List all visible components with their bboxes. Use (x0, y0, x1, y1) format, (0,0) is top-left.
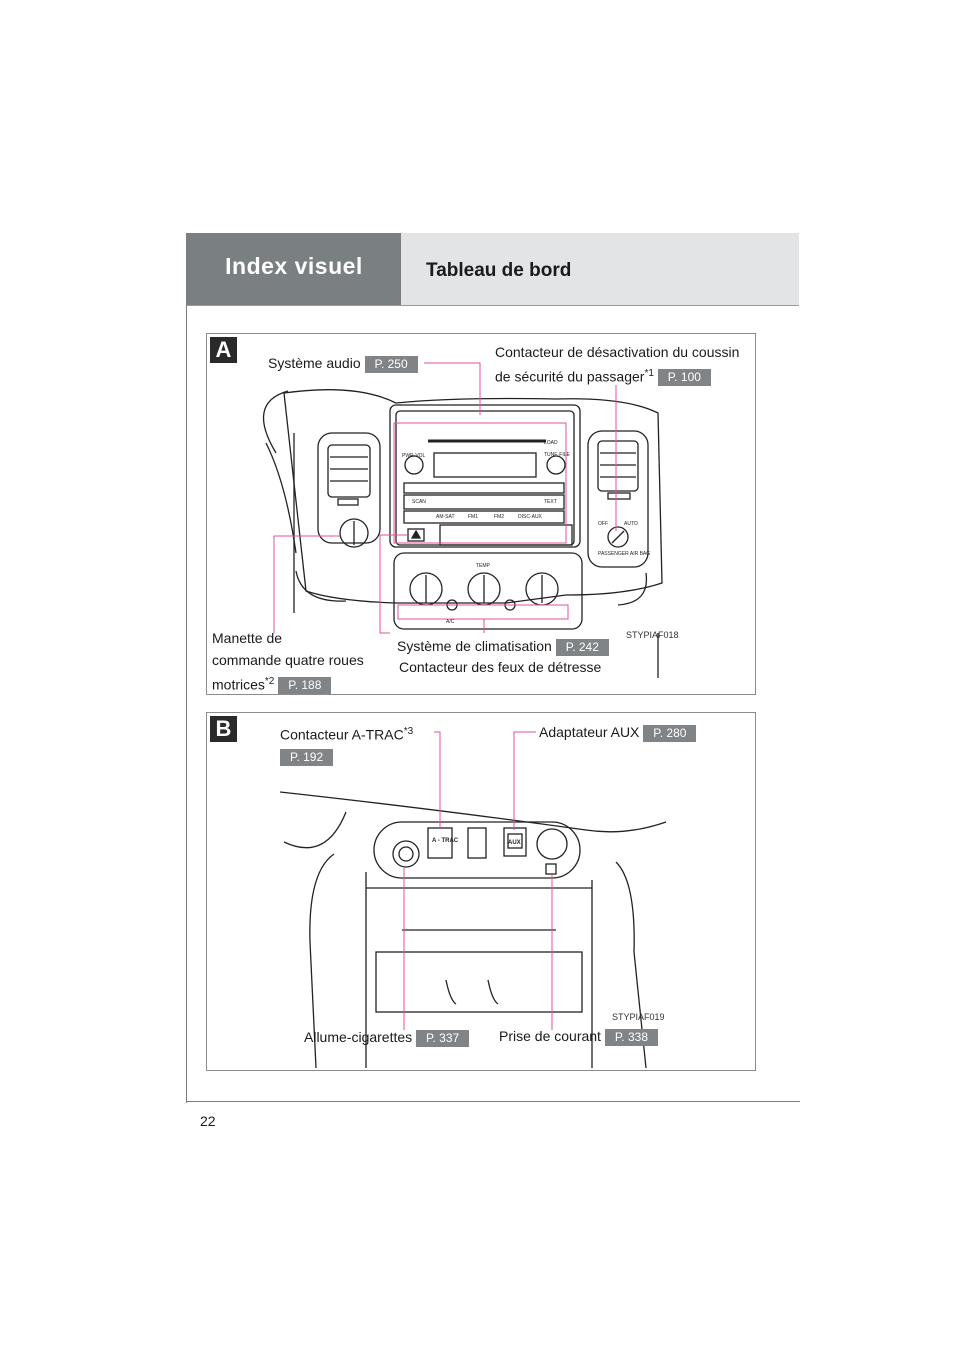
ref-airbag[interactable]: P. 100 (657, 369, 711, 387)
pwr-label-text: PWR·VOL (402, 453, 426, 459)
callout-climate-label: Système de climatisation (397, 638, 552, 654)
panel-a-marker: A (210, 337, 237, 363)
callout-lighter: Allume-cigarettes P. 337 (304, 1026, 470, 1048)
temp-label-text: TEMP (476, 563, 491, 569)
page-frame-bottom (186, 1101, 800, 1102)
airbag-auto-text: AUTO (624, 521, 638, 527)
figure-id-b: STYPIAF019 (612, 1012, 665, 1022)
panel-b-marker: B (210, 716, 237, 742)
callout-airbag: Contacteur de désactivation du coussin d… (495, 341, 739, 388)
ref-audio[interactable]: P. 250 (364, 355, 418, 373)
leader-atrac (434, 731, 441, 828)
aux-jack-text: AUX (508, 840, 521, 846)
ref-atrac[interactable]: P. 192 (280, 749, 334, 767)
disc-button-text: DISC·AUX (518, 514, 543, 520)
callout-power: Prise de courant P. 338 (499, 1025, 658, 1047)
page-title-bar: Tableau de bord (401, 233, 799, 305)
console-illustration: A - TRAC AUX (279, 731, 667, 1069)
callout-4wd-line2: commande quatre roues (212, 652, 364, 668)
page-title: Tableau de bord (426, 260, 572, 281)
callout-aux-label: Adaptateur AUX (539, 724, 640, 740)
scan-button-text: SCAN (412, 499, 426, 505)
callout-aux: Adaptateur AUX P. 280 (539, 721, 697, 743)
atrac-switch-text: A - TRAC (432, 838, 459, 844)
am-button-text: AM·SAT (436, 514, 455, 520)
callout-lighter-label: Allume-cigarettes (304, 1029, 413, 1045)
callout-atrac: Contacteur A-TRAC*3 P. 192 (280, 721, 413, 768)
callout-airbag-note: *1 (644, 368, 654, 379)
ref-climate[interactable]: P. 242 (555, 638, 609, 656)
section-title: Index visuel (225, 253, 363, 279)
callout-climate: Système de climatisation P. 242 (397, 635, 609, 657)
ref-power[interactable]: P. 338 (604, 1028, 658, 1046)
callout-audio-label: Système audio (268, 355, 361, 371)
callout-4wd-note: *2 (264, 676, 275, 687)
ref-aux[interactable]: P. 280 (643, 724, 697, 742)
figure-id-a: STYPIAF018 (626, 630, 679, 640)
fm2-button-text: FM2 (494, 514, 504, 520)
section-tab: Index visuel (187, 233, 401, 305)
page-frame-left (186, 233, 187, 1103)
callout-atrac-label: Contacteur A-TRAC (280, 726, 404, 743)
callout-hazard-label: Contacteur des feux de détresse (399, 659, 602, 675)
airbag-label-text: PASSENGER AIR BAG (598, 551, 650, 557)
leader-aux (513, 731, 536, 830)
callout-airbag-line2: de sécurité du passager (495, 368, 645, 385)
text-button-text: TEXT (544, 499, 557, 505)
callout-atrac-note: *3 (403, 726, 414, 737)
callout-airbag-line1: Contacteur de désactivation du coussin (495, 344, 740, 360)
fm1-button-text: FM1 (468, 514, 478, 520)
page-number: 22 (200, 1113, 216, 1129)
panel-b (206, 712, 756, 1071)
header-divider (187, 305, 799, 306)
callout-hazard: Contacteur des feux de détresse (399, 656, 601, 678)
leader-4wd (273, 535, 340, 633)
leader-audio (424, 362, 481, 415)
callout-4wd-line1: Manette de (212, 630, 283, 646)
callout-4wd: Manette de commande quatre roues motrice… (212, 627, 364, 696)
callout-4wd-line3: motrices (212, 676, 265, 693)
ref-4wd[interactable]: P. 188 (278, 677, 332, 695)
dashboard-illustration: LOAD TUNE·FILE PWR·VOL SCAN TEXT AM·SAT … (262, 362, 663, 678)
airbag-off-text: OFF (598, 521, 608, 527)
ac-button-text: A/C (446, 619, 455, 625)
callout-power-label: Prise de courant (499, 1028, 601, 1044)
ref-lighter[interactable]: P. 337 (416, 1029, 470, 1047)
leader-hazard (379, 534, 408, 634)
load-button-text: LOAD (544, 440, 558, 446)
callout-audio: Système audio P. 250 (268, 352, 418, 374)
tune-label-text: TUNE·FILE (544, 452, 571, 458)
